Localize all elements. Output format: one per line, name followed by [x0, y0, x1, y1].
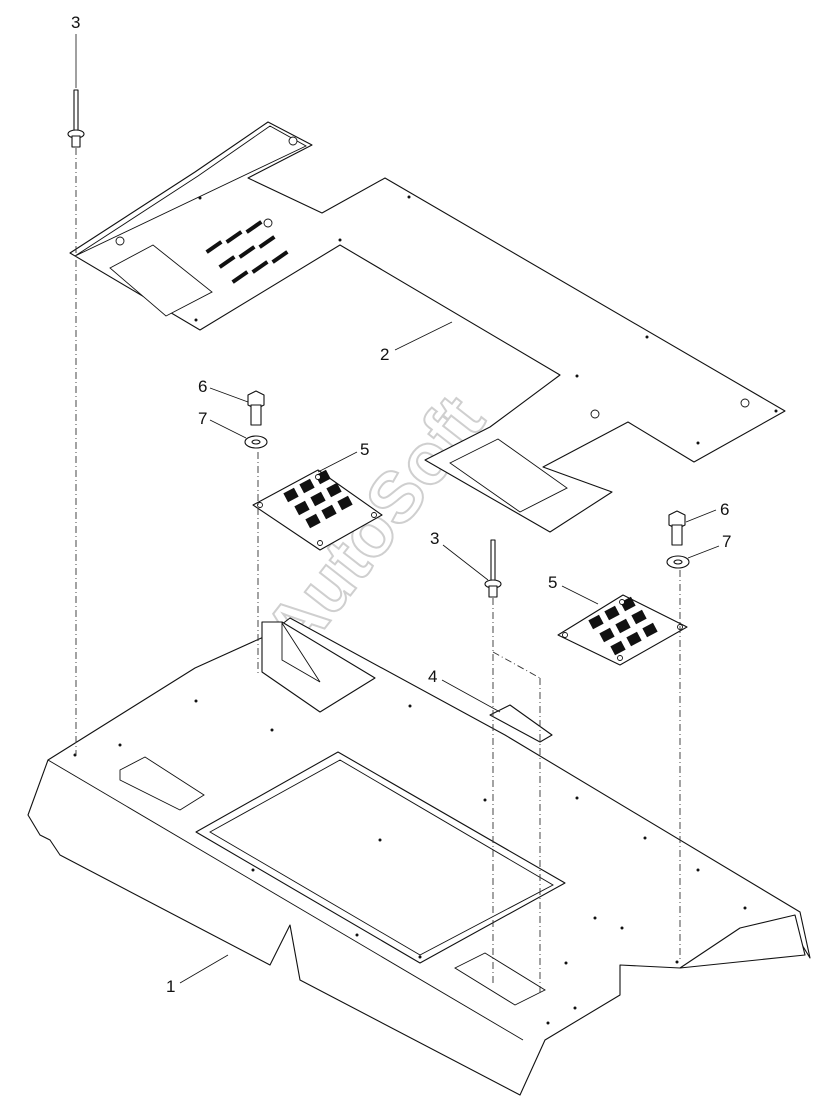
callout-6-left: 6 [198, 377, 207, 396]
rivet-top [67, 89, 85, 148]
washer-left [244, 435, 268, 449]
upper-floor-plate [69, 121, 786, 533]
grille-cover-left [252, 469, 383, 551]
assembly-axis-lines [75, 148, 681, 995]
callout-5-right: 5 [548, 573, 557, 592]
lower-floor-panel [27, 617, 811, 1096]
callout-7-right: 7 [722, 532, 731, 551]
callout-3-top: 3 [71, 13, 80, 32]
bolt-right [668, 510, 686, 546]
callout-7-left: 7 [198, 409, 207, 428]
callout-4: 4 [428, 667, 437, 686]
callout-2: 2 [380, 345, 389, 364]
callout-1: 1 [166, 977, 175, 996]
washer-right [666, 555, 690, 569]
grille-cover-right [557, 594, 688, 666]
callouts: 3 2 6 7 5 6 3 7 5 4 1 [71, 13, 731, 996]
upper-plate-grille [205, 220, 289, 284]
rivet-middle [484, 539, 502, 598]
callout-5-left: 5 [360, 440, 369, 459]
callout-3-mid: 3 [430, 529, 439, 548]
callout-6-right: 6 [720, 500, 729, 519]
bolt-left [247, 390, 265, 426]
